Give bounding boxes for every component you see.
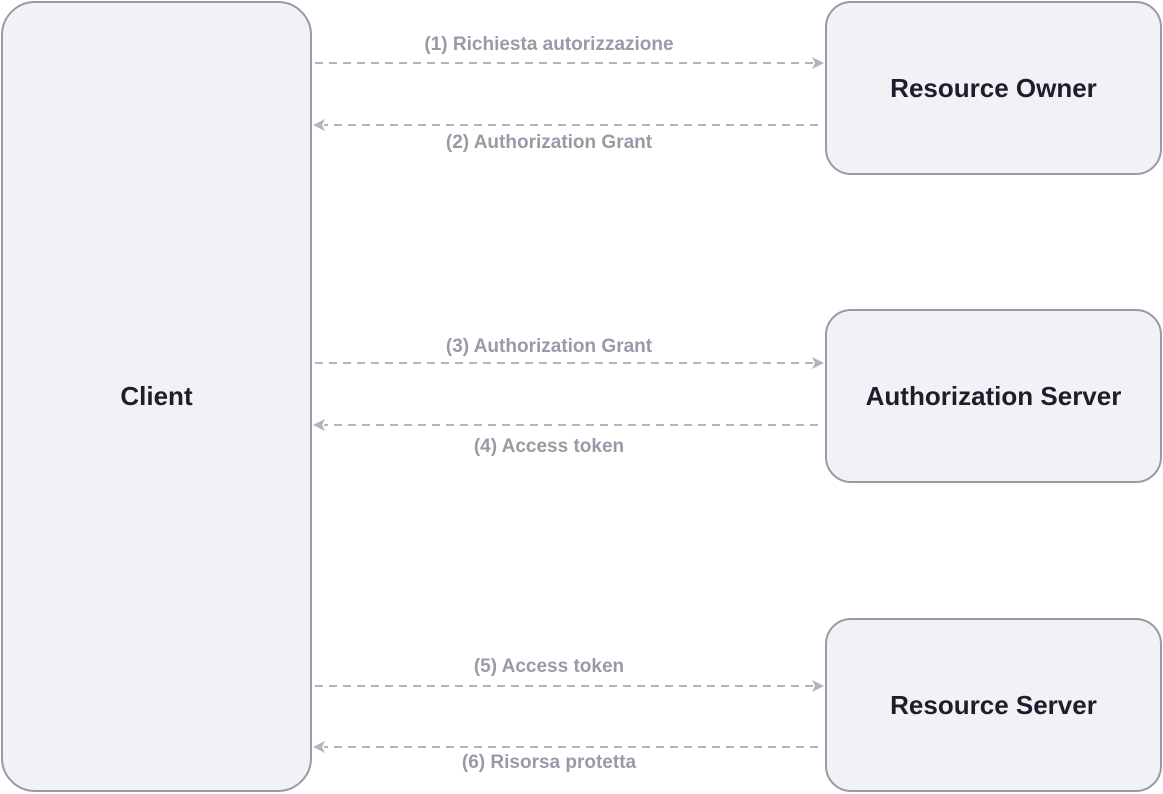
arrowhead-3 [812,357,824,369]
edge-label-3: (3) Authorization Grant [445,336,653,357]
arrowhead-6 [313,741,325,753]
authorization-server-node: Authorization Server [825,309,1162,483]
edge-label-2: (2) Authorization Grant [445,132,653,153]
arrowhead-5 [812,680,824,692]
arrowhead-1 [812,57,824,69]
resource-owner-label: Resource Owner [890,72,1097,103]
client-label: Client [120,381,193,411]
edge-label-1: (1) Richiesta autorizzazione [424,34,674,55]
resource-server-node: Resource Server [825,618,1162,792]
authorization-server-label: Authorization Server [865,380,1122,411]
resource-server-label: Resource Server [890,689,1097,720]
edge-label-5: (5) Access token [473,656,625,677]
resource-owner-node: Resource Owner [825,1,1162,175]
client-node: Client [1,1,312,792]
edge-label-4: (4) Access token [473,436,625,457]
edge-label-6: (6) Risorsa protetta [461,752,637,773]
arrowhead-4 [313,419,325,431]
arrowhead-2 [313,119,325,131]
